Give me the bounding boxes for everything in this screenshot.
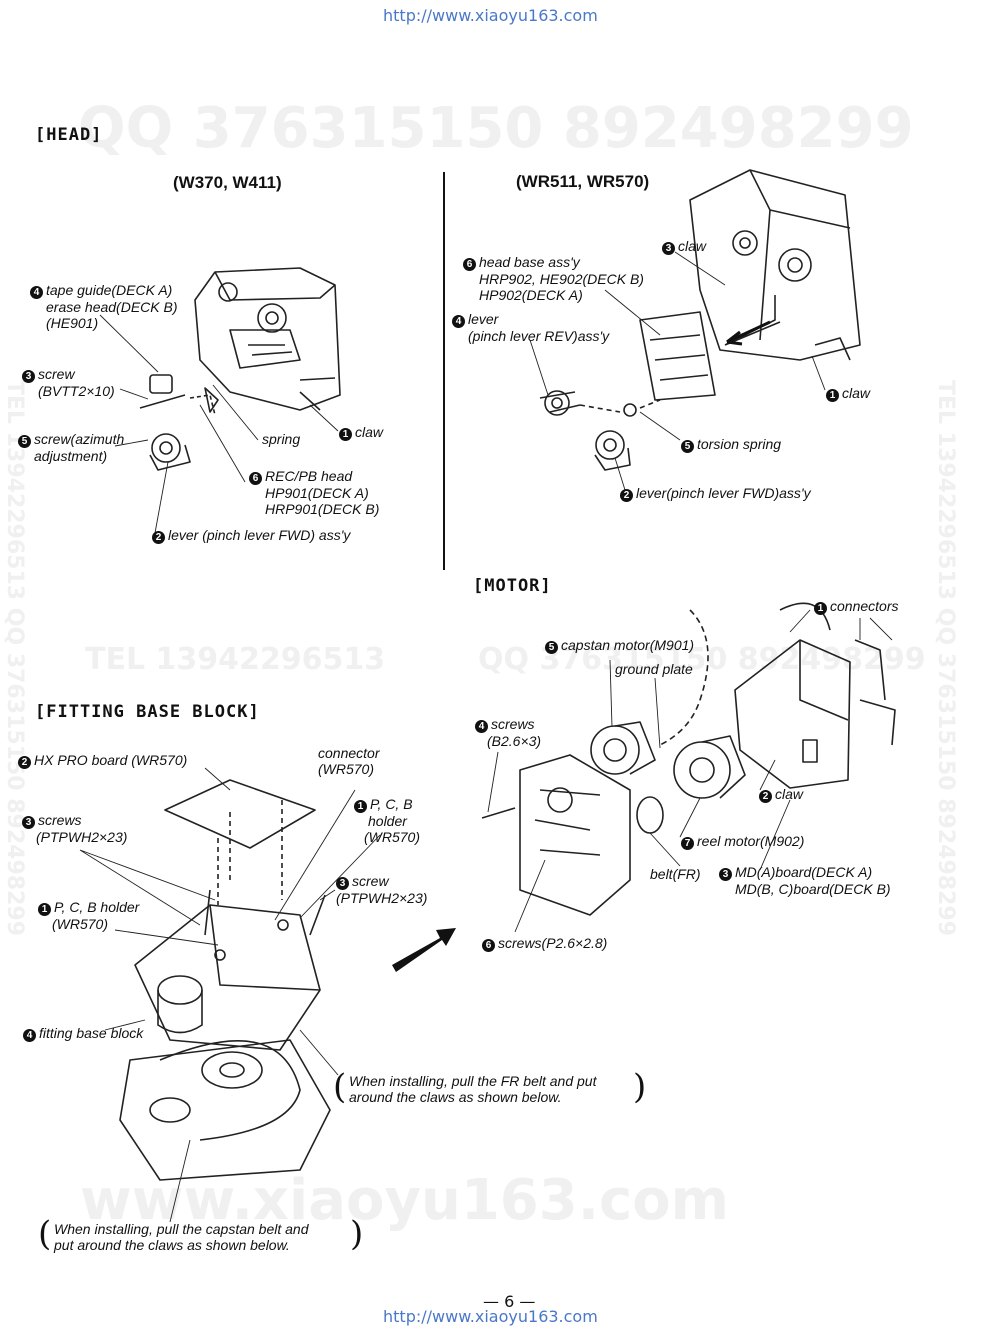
model-label-right: (WR511, WR570) xyxy=(516,172,650,191)
page-number: — 6 — xyxy=(483,1292,536,1311)
divider-line xyxy=(443,172,445,570)
assembly-arrow xyxy=(392,928,456,972)
note-fr-belt: When installing, pull the FR belt and pu… xyxy=(349,1073,597,1105)
note-capstan-paren-left: ( xyxy=(38,1214,52,1254)
label-ground-plate: ground plate xyxy=(615,661,693,677)
model-label-left: (W370, W411) xyxy=(173,173,282,192)
callout-number: 4 xyxy=(30,286,43,299)
watermark-qq-top: QQ 376315150 892498299 xyxy=(78,96,914,161)
note-capstan-belt: When installing, pull the capstan belt a… xyxy=(54,1221,309,1253)
motor-mechanism xyxy=(481,602,896,916)
label-belt-fr: belt(FR) xyxy=(650,866,701,882)
section-title-fitting: [FITTING BASE BLOCK] xyxy=(35,702,260,722)
note-fr-paren-left: ( xyxy=(333,1067,347,1107)
fitting-mechanism xyxy=(119,779,331,1181)
section-title-motor: [MOTOR] xyxy=(473,576,552,596)
section-title-head: [HEAD] xyxy=(35,125,103,145)
note-fr-paren-right: ) xyxy=(633,1067,647,1107)
watermark-tel-mid: TEL 13942296513 xyxy=(85,642,386,677)
head-left-mechanism xyxy=(139,267,341,471)
footer-url-link[interactable]: http://www.xiaoyu163.com xyxy=(383,1307,598,1326)
label-spring: spring xyxy=(262,431,301,447)
watermark-bottom: www.xiaoyu163.com xyxy=(80,1168,730,1233)
note-capstan-paren-right: ) xyxy=(350,1214,364,1254)
label-connector-wr570: connector (WR570) xyxy=(318,745,380,777)
header-url-link[interactable]: http://www.xiaoyu163.com xyxy=(383,6,598,25)
